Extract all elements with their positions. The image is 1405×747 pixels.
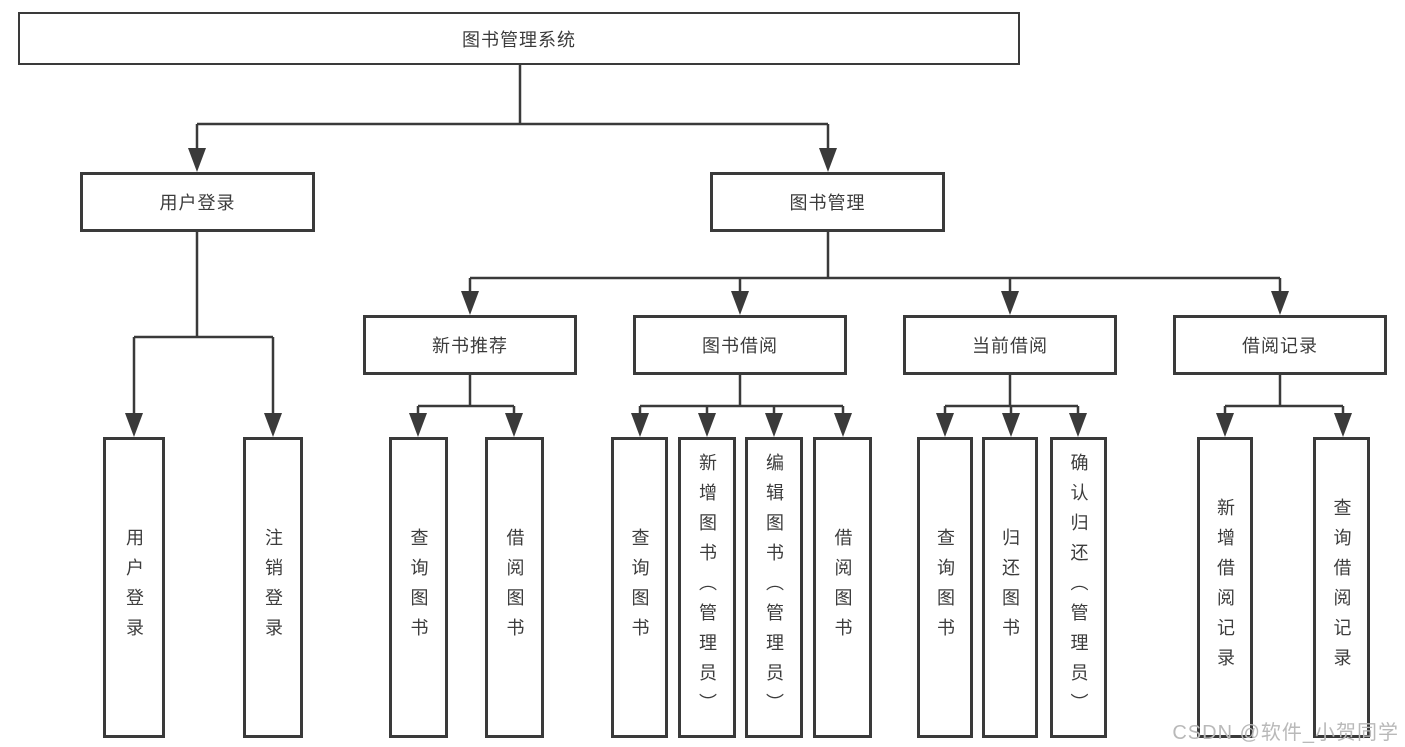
leaf-add-borrow-record: 新增借阅记录 — [1197, 437, 1253, 738]
leaf-borrow-books: 借阅图书 — [813, 437, 872, 738]
leaf-query-books-recommend: 查询图书 — [389, 437, 448, 738]
leaf-return-books-label: 归还图书 — [1000, 527, 1020, 648]
arrow-down-icon — [1001, 291, 1019, 315]
node-user-login: 用户登录 — [80, 172, 315, 232]
leaf-query-books-current: 查询图书 — [917, 437, 973, 738]
arrow-down-icon — [505, 413, 523, 437]
arrow-down-icon — [1002, 413, 1020, 437]
leaf-add-books-admin-label: 新增图书（管理员） — [697, 452, 717, 723]
arrow-down-icon — [731, 291, 749, 315]
csdn-watermark: CSDN @软件_小贺同学 — [1172, 722, 1399, 744]
leaf-logout: 注销登录 — [243, 437, 303, 738]
node-borrow-records: 借阅记录 — [1173, 315, 1387, 375]
arrow-down-icon — [125, 413, 143, 437]
node-user-login-label: 用户登录 — [159, 193, 236, 213]
leaf-edit-books-admin-label: 编辑图书（管理员） — [764, 452, 784, 723]
arrow-down-icon — [1271, 291, 1289, 315]
node-book-management: 图书管理 — [710, 172, 945, 232]
connector-book-borrow-to-leaves — [631, 375, 852, 437]
arrow-down-icon — [631, 413, 649, 437]
leaf-borrow-books-label: 借阅图书 — [832, 527, 853, 648]
leaf-return-books: 归还图书 — [982, 437, 1038, 738]
node-borrow-records-label: 借阅记录 — [1242, 336, 1318, 356]
leaf-add-books-admin: 新增图书（管理员） — [678, 437, 736, 738]
leaf-confirm-return-admin: 确认归还（管理员） — [1050, 437, 1107, 738]
leaf-logout-label: 注销登录 — [263, 527, 283, 648]
arrow-down-icon — [698, 413, 716, 437]
arrow-down-icon — [461, 291, 479, 315]
connector-user-login-to-leaves — [125, 232, 282, 437]
node-book-management-label: 图书管理 — [789, 193, 866, 213]
leaf-confirm-return-admin-label: 确认归还（管理员） — [1068, 452, 1089, 723]
leaf-borrow-books-recommend-label: 借阅图书 — [504, 527, 525, 648]
leaf-user-login: 用户登录 — [103, 437, 165, 738]
leaf-query-books-borrow-label: 查询图书 — [629, 527, 650, 648]
connector-book-management-to-level3 — [461, 232, 1289, 315]
leaf-edit-books-admin: 编辑图书（管理员） — [745, 437, 803, 738]
arrow-down-icon — [409, 413, 427, 437]
node-library-system-label: 图书管理系统 — [462, 29, 576, 50]
node-new-book-recommend-label: 新书推荐 — [432, 336, 508, 356]
arrow-down-icon — [834, 413, 852, 437]
arrow-down-icon — [188, 148, 206, 172]
leaf-add-borrow-record-label: 新增借阅记录 — [1215, 497, 1235, 678]
leaf-query-borrow-record-label: 查询借阅记录 — [1331, 497, 1352, 678]
node-book-borrow: 图书借阅 — [633, 315, 847, 375]
arrow-down-icon — [1069, 413, 1087, 437]
leaf-query-books-current-label: 查询图书 — [935, 527, 955, 648]
node-new-book-recommend: 新书推荐 — [363, 315, 577, 375]
leaf-query-books-borrow: 查询图书 — [611, 437, 668, 738]
connector-new-book-to-leaves — [409, 375, 523, 437]
node-current-borrow: 当前借阅 — [903, 315, 1117, 375]
arrow-down-icon — [819, 148, 837, 172]
connector-borrow-record-to-leaves — [1216, 375, 1352, 437]
leaf-borrow-books-recommend: 借阅图书 — [485, 437, 544, 738]
arrow-down-icon — [1216, 413, 1234, 437]
arrow-down-icon — [936, 413, 954, 437]
leaf-query-books-recommend-label: 查询图书 — [408, 527, 429, 648]
node-current-borrow-label: 当前借阅 — [972, 336, 1048, 356]
node-book-borrow-label: 图书借阅 — [702, 336, 778, 356]
connector-current-borrow-to-leaves — [936, 375, 1087, 437]
node-library-system: 图书管理系统 — [18, 12, 1020, 65]
arrow-down-icon — [1334, 413, 1352, 437]
arrow-down-icon — [765, 413, 783, 437]
leaf-query-borrow-record: 查询借阅记录 — [1313, 437, 1370, 738]
leaf-user-login-label: 用户登录 — [124, 527, 144, 648]
arrow-down-icon — [264, 413, 282, 437]
connector-root-to-level2 — [188, 65, 837, 172]
